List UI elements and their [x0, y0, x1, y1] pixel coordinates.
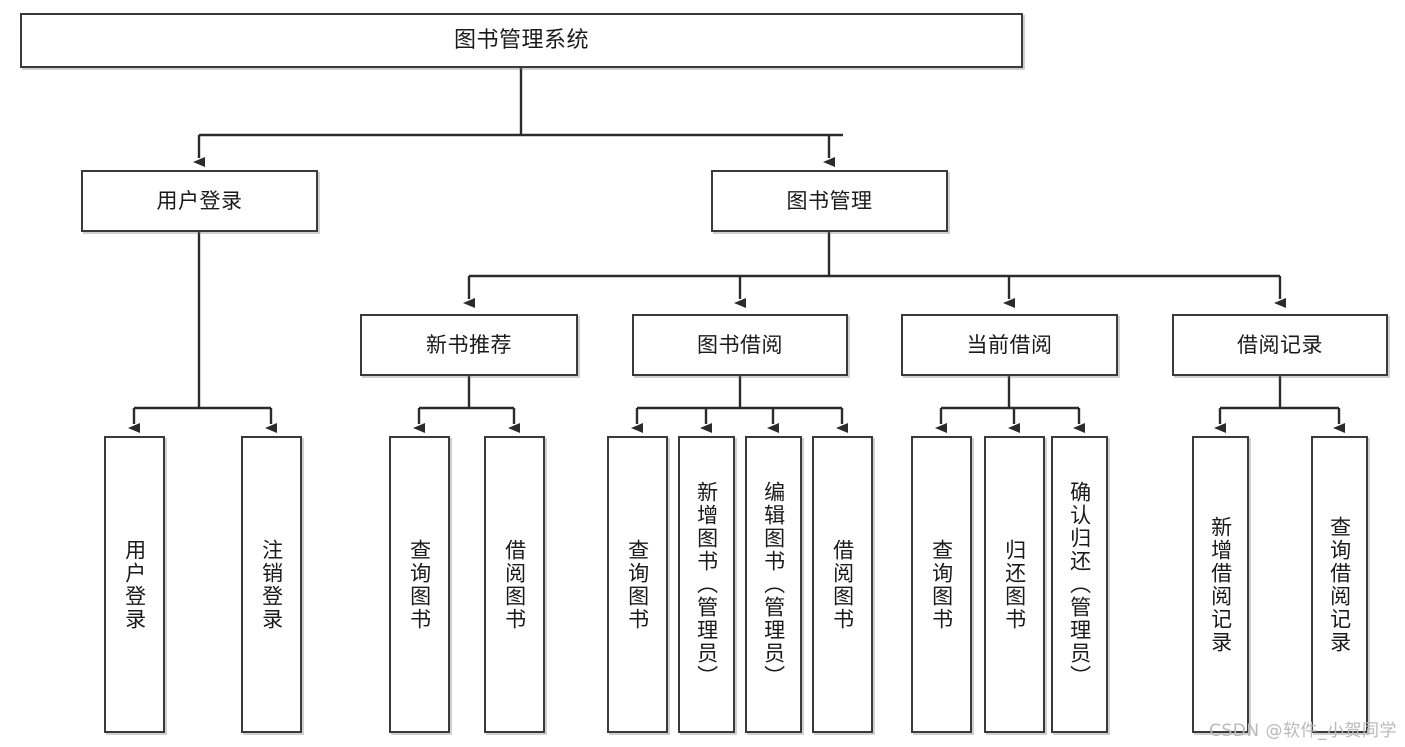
node-leaf-borrow-book-1[interactable]: 借阅图书: [484, 436, 545, 733]
node-label: 确认归还（管理员）: [1067, 481, 1092, 688]
node-label: 新增图书（管理员）: [694, 481, 719, 688]
node-leaf-add-record[interactable]: 新增借阅记录: [1192, 436, 1249, 733]
node-label: 图书管理系统: [453, 27, 589, 53]
node-leaf-confirm-return[interactable]: 确认归还（管理员）: [1051, 436, 1108, 733]
node-label: 图书借阅: [697, 332, 783, 357]
node-leaf-return-book[interactable]: 归还图书: [984, 436, 1045, 733]
node-user-login[interactable]: 用户登录: [81, 170, 318, 232]
node-label: 注销登录: [259, 538, 284, 631]
node-label: 借阅图书: [502, 538, 527, 631]
node-leaf-query-book-1[interactable]: 查询图书: [389, 436, 450, 733]
node-leaf-borrow-book-2[interactable]: 借阅图书: [812, 436, 873, 733]
node-leaf-query-book-2[interactable]: 查询图书: [607, 436, 668, 733]
node-book-borrow[interactable]: 图书借阅: [632, 314, 848, 376]
node-label: 借阅图书: [830, 538, 855, 631]
node-label: 新增借阅记录: [1208, 515, 1233, 654]
node-leaf-user-login[interactable]: 用户登录: [104, 436, 165, 733]
watermark-text: CSDN @软件_小贺同学: [1209, 721, 1397, 741]
node-leaf-user-logout[interactable]: 注销登录: [241, 436, 302, 733]
node-root[interactable]: 图书管理系统: [20, 13, 1023, 68]
node-label: 借阅记录: [1237, 332, 1323, 357]
node-leaf-query-record[interactable]: 查询借阅记录: [1311, 436, 1368, 733]
node-book-manage[interactable]: 图书管理: [711, 170, 948, 232]
node-label: 用户登录: [122, 538, 147, 631]
node-label: 查询图书: [625, 538, 650, 631]
node-label: 当前借阅: [966, 332, 1053, 357]
node-label: 新书推荐: [426, 332, 512, 357]
node-borrow-record[interactable]: 借阅记录: [1172, 314, 1388, 376]
node-current-borrow[interactable]: 当前借阅: [901, 314, 1118, 376]
node-label: 用户登录: [156, 188, 243, 213]
node-label: 编辑图书（管理员）: [761, 481, 786, 688]
node-leaf-edit-book[interactable]: 编辑图书（管理员）: [745, 436, 802, 733]
node-label: 查询图书: [929, 538, 954, 631]
node-label: 查询借阅记录: [1327, 515, 1352, 654]
node-leaf-add-book[interactable]: 新增图书（管理员）: [678, 436, 735, 733]
node-label: 归还图书: [1002, 538, 1027, 631]
node-label: 查询图书: [407, 538, 432, 631]
node-label: 图书管理: [786, 188, 873, 213]
node-leaf-query-book-3[interactable]: 查询图书: [911, 436, 972, 733]
node-new-book-recommend[interactable]: 新书推荐: [360, 314, 578, 376]
